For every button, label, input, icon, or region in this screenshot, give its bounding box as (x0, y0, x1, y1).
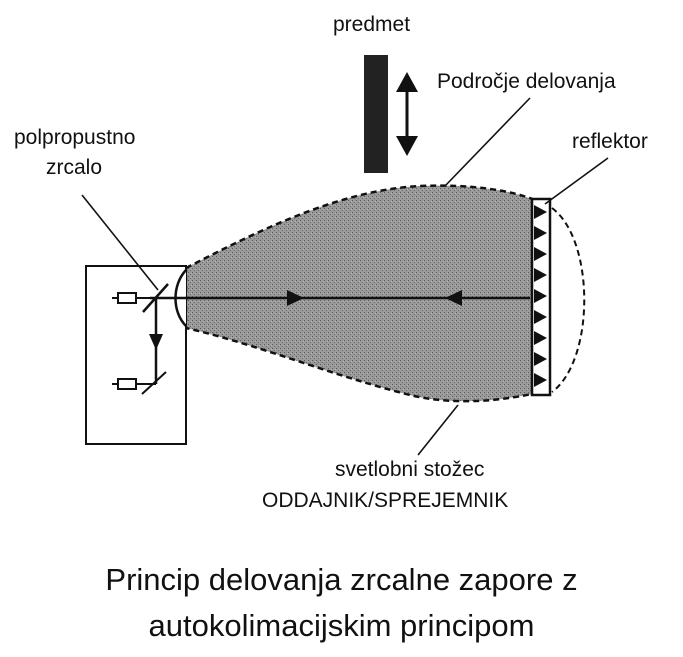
movement-arrow (396, 72, 418, 156)
beam-arrow-forward (287, 290, 304, 306)
zone-label: Področje delovanja (437, 70, 616, 93)
light-cone (184, 184, 542, 403)
caption-line1: Princip delovanja zrcalne zapore z (105, 562, 578, 597)
caption-line2: autokolimacijskim principom (148, 608, 535, 643)
receiver (112, 371, 167, 395)
reflector-arc (551, 207, 586, 393)
leader-reflector (544, 157, 609, 205)
mirror-label-line1: polpropustno (14, 126, 136, 149)
emitter (112, 292, 150, 304)
leader-zone (444, 97, 531, 187)
mirror-label-line2: zrcalo (46, 156, 103, 179)
object-label: predmet (333, 13, 411, 36)
cone-label: svetlobni stožec (335, 458, 485, 481)
unit-label: ODDAJNIK/SPREJEMNIK (262, 489, 509, 512)
reflector-label: reflektor (572, 130, 648, 153)
return-arrow (149, 334, 163, 350)
reflector (530, 197, 552, 397)
object-bar (364, 55, 388, 173)
beam-arrow-return (445, 290, 462, 306)
leader-mirror (81, 194, 159, 291)
leader-cone (417, 404, 459, 456)
